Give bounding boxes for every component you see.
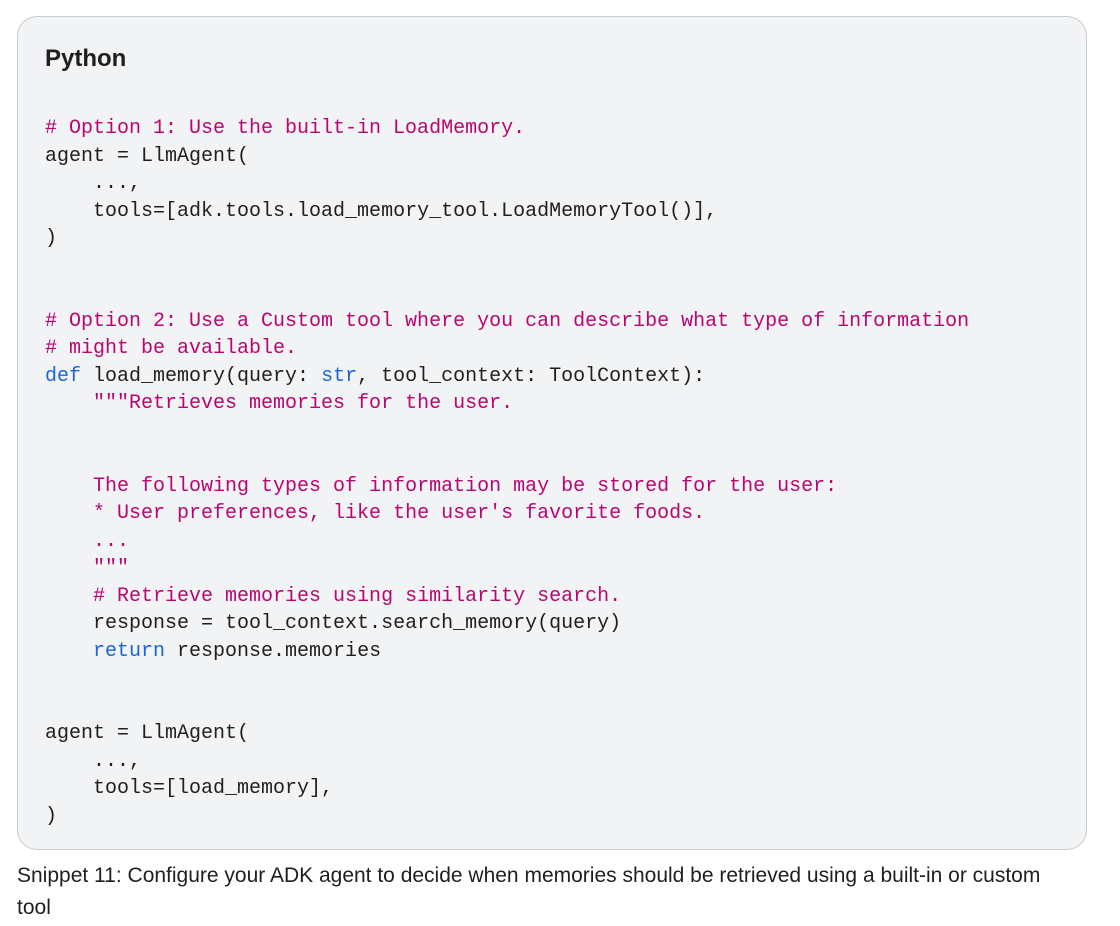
code-line xyxy=(45,253,969,281)
code-token-comment: # Retrieve memories using similarity sea… xyxy=(93,584,622,608)
code-line: tools=[adk.tools.load_memory_tool.LoadMe… xyxy=(45,198,969,226)
code-token-string: """Retrieves memories for the user. xyxy=(93,392,514,415)
code-line xyxy=(45,445,969,473)
code-line xyxy=(45,280,969,308)
code-line xyxy=(45,693,969,721)
code-indent xyxy=(45,502,93,525)
code-token-keyword: str xyxy=(321,364,358,388)
code-line: agent = LlmAgent( xyxy=(45,720,969,748)
code-token-plain: response.memories xyxy=(165,639,382,663)
code-line: # might be available. xyxy=(45,335,969,363)
code-indent xyxy=(45,640,93,663)
code-token-plain: agent = LlmAgent( xyxy=(45,722,250,745)
code-line: tools=[load_memory], xyxy=(45,775,969,803)
code-indent xyxy=(45,530,93,553)
code-line: def load_memory(query: str, tool_context… xyxy=(45,363,969,391)
code-token-plain: load_memory(query: xyxy=(81,364,322,388)
code-line: ... xyxy=(45,528,969,556)
code-token-string: The following types of information may b… xyxy=(93,474,838,498)
code-block[interactable]: # Option 1: Use the built-in LoadMemory.… xyxy=(45,115,969,830)
code-line: # Option 2: Use a Custom tool where you … xyxy=(45,308,969,336)
snippet-caption: Snippet 11: Configure your ADK agent to … xyxy=(17,864,1041,919)
code-indent xyxy=(45,612,93,635)
code-language-label: Python xyxy=(45,45,127,72)
code-token-string: * User preferences, like the user's favo… xyxy=(93,502,706,525)
code-indent xyxy=(45,777,93,800)
code-line: response = tool_context.search_memory(qu… xyxy=(45,610,969,638)
code-line: ..., xyxy=(45,170,969,198)
code-token-plain: ..., xyxy=(93,172,142,195)
code-indent xyxy=(45,172,93,195)
code-token-plain: tools=[adk.tools.load_memory_tool.LoadMe… xyxy=(93,199,718,223)
code-line: """Retrieves memories for the user. xyxy=(45,390,969,418)
code-token-plain: ..., xyxy=(93,749,142,773)
code-token-plain: agent = LlmAgent( xyxy=(45,144,250,168)
code-token-plain: tools=[load_memory], xyxy=(93,777,334,800)
code-line: ..., xyxy=(45,748,969,776)
code-line: The following types of information may b… xyxy=(45,473,969,501)
code-indent xyxy=(45,585,93,608)
code-token-plain: response = tool_context.search_memory(qu… xyxy=(93,612,622,635)
code-token-string: """ xyxy=(93,557,130,580)
code-indent xyxy=(45,557,93,580)
code-line: return response.memories xyxy=(45,638,969,666)
code-token-comment: # Option 2: Use a Custom tool where you … xyxy=(45,309,970,333)
code-indent xyxy=(45,392,93,415)
code-line: * User preferences, like the user's favo… xyxy=(45,500,969,528)
code-token-string: ... xyxy=(93,529,130,553)
code-indent xyxy=(45,475,93,498)
code-line: ) xyxy=(45,225,969,253)
code-line xyxy=(45,418,969,446)
code-token-plain: , tool_context: ToolContext): xyxy=(357,364,706,388)
code-token-comment: # Option 1: Use the built-in LoadMemory. xyxy=(45,117,526,140)
code-line: ) xyxy=(45,803,969,831)
code-line: agent = LlmAgent( xyxy=(45,143,969,171)
code-card: Python # Option 1: Use the built-in Load… xyxy=(17,16,1087,850)
code-line: """ xyxy=(45,555,969,583)
code-token-plain: ) xyxy=(45,227,58,250)
code-indent xyxy=(45,200,93,223)
code-token-keyword: return xyxy=(93,639,166,663)
code-token-keyword: def xyxy=(45,364,82,388)
code-token-comment: # might be available. xyxy=(45,337,298,360)
code-line: # Option 1: Use the built-in LoadMemory. xyxy=(45,115,969,143)
code-line: # Retrieve memories using similarity sea… xyxy=(45,583,969,611)
code-token-plain: ) xyxy=(45,804,58,828)
code-indent xyxy=(45,750,93,773)
code-line xyxy=(45,665,969,693)
